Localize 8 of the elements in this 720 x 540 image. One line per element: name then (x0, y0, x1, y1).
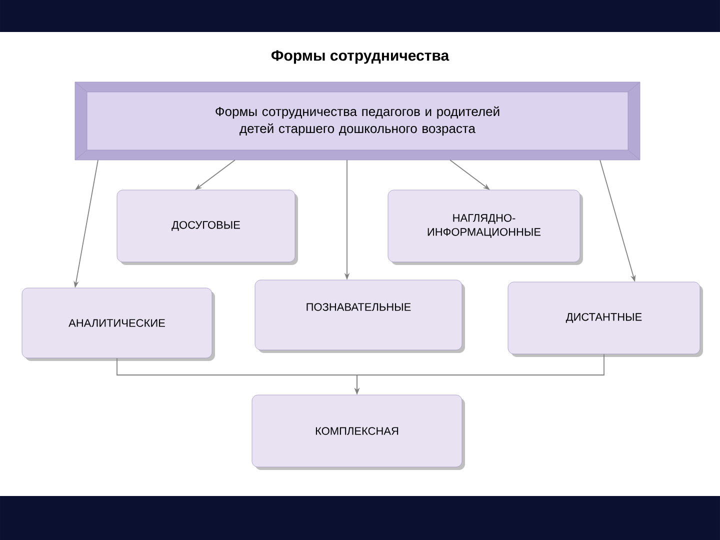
category-box: ДОСУГОВЫЕ (116, 190, 298, 265)
heading-box: Формы сотрудничества педагогов и родителей детей старшего дошкольного возраста (74, 82, 640, 160)
title: Формы сотрудничества (271, 50, 450, 64)
category-box: АНАЛИТИЧЕСКИЕ (22, 288, 215, 361)
category-box: ДИСТАНТНЫЕ (508, 282, 703, 357)
category-box: НАГЛЯДНО-ИНФОРМАЦИОННЫЕ (388, 190, 583, 265)
category-box: КОМПЛЕКСНАЯ (252, 394, 465, 470)
category-box: ПОЗНАВАТЕЛЬНЫЕ (254, 280, 465, 353)
